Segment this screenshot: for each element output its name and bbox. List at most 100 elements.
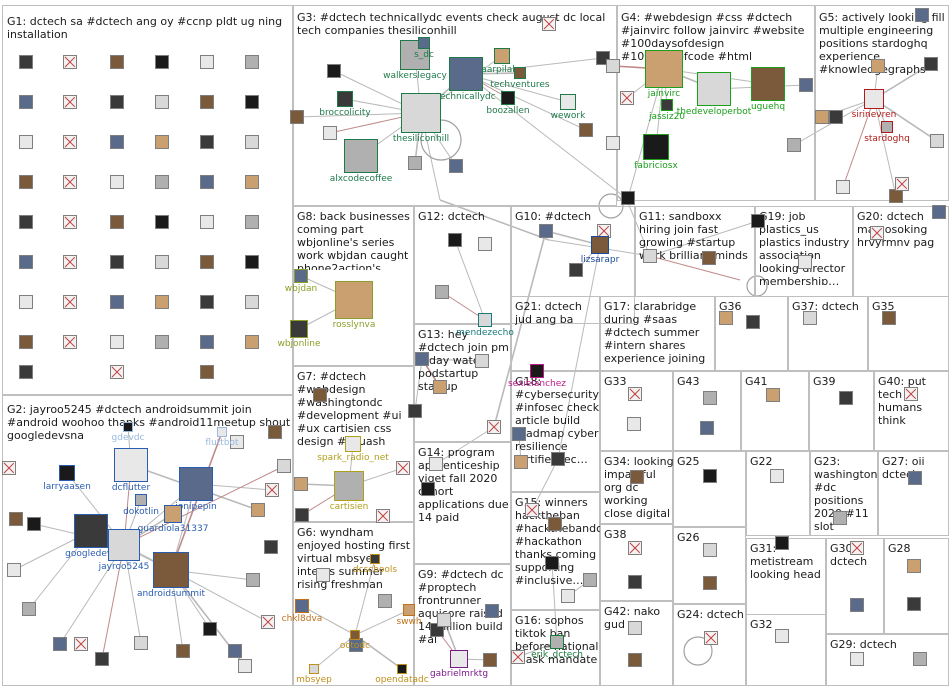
node-avatar — [512, 427, 526, 441]
edge — [354, 609, 410, 636]
edge — [493, 230, 547, 428]
node-label: swwh — [396, 617, 422, 627]
node-avatar — [751, 214, 765, 228]
node-avatar — [606, 136, 620, 150]
node-avatar — [228, 644, 242, 658]
node-avatar — [620, 91, 634, 105]
edge — [170, 431, 223, 571]
edge — [465, 73, 569, 103]
node-avatar — [176, 644, 190, 658]
edge — [354, 558, 376, 636]
node-avatar — [200, 365, 214, 379]
node-avatar — [483, 653, 497, 667]
group-box-g6 — [293, 522, 414, 686]
node-avatar-fabriciosx — [643, 134, 669, 160]
node-avatar — [19, 135, 33, 149]
node-avatar — [548, 517, 562, 531]
node-avatar-boozallen — [501, 91, 515, 105]
node-avatar-gdevdc — [123, 422, 133, 432]
node-avatar — [882, 311, 896, 325]
node-avatar-chkl8dva — [295, 599, 309, 613]
node-avatar — [74, 637, 88, 651]
node-label: jonipepin — [175, 502, 217, 512]
group-box-g16 — [511, 610, 600, 686]
group-box-g32 — [746, 614, 826, 686]
node-avatar — [245, 175, 259, 189]
group-box-g30 — [826, 538, 884, 634]
node-avatar — [551, 452, 565, 466]
node-avatar — [261, 615, 275, 629]
node-avatar — [836, 180, 850, 194]
node-avatar — [850, 598, 864, 612]
node-label: dokotlin — [123, 507, 159, 517]
group-box-g25 — [673, 451, 746, 527]
node-label: octodc — [339, 641, 371, 651]
node-avatar — [245, 255, 259, 269]
node-avatar — [829, 110, 843, 124]
group-box-g5 — [815, 5, 949, 201]
edge — [465, 73, 627, 199]
group-box-g42 — [600, 601, 673, 686]
node-avatar — [110, 255, 124, 269]
node-avatar — [643, 249, 657, 263]
edge — [421, 358, 483, 362]
node-avatar — [799, 78, 813, 92]
node-avatar — [628, 653, 642, 667]
node-avatar — [907, 597, 921, 611]
node-avatar — [110, 135, 124, 149]
node-avatar-wbjonline — [290, 320, 308, 338]
group-box-g36 — [715, 296, 788, 371]
node-avatar — [200, 295, 214, 309]
node-avatar — [53, 637, 67, 651]
node-avatar — [230, 435, 244, 449]
node-label: dcschools — [352, 565, 398, 575]
node-avatar — [628, 575, 642, 589]
node-avatar — [155, 295, 169, 309]
node-label: wbjonline — [277, 339, 321, 349]
group-box-g9 — [414, 564, 511, 686]
node-avatar-jainvirc — [645, 50, 683, 88]
node-avatar — [155, 335, 169, 349]
node-label: mbsyep — [296, 675, 332, 685]
node-avatar — [907, 559, 921, 573]
edge — [531, 458, 559, 511]
node-label: fluttbot — [205, 438, 239, 448]
node-label: thesiliconhill — [392, 134, 450, 144]
node-avatar-swwh — [403, 604, 415, 616]
node-avatar-aarpilabs — [494, 48, 510, 64]
group-box-g15 — [511, 492, 600, 610]
node-avatar-dokotlin — [135, 494, 147, 506]
node-avatar — [63, 295, 77, 309]
node-avatar — [19, 175, 33, 189]
group-box-g20 — [853, 206, 949, 297]
node-avatar — [245, 295, 259, 309]
self-loop-edge — [683, 636, 713, 666]
group-box-g34 — [600, 451, 673, 524]
edge — [465, 57, 604, 75]
node-avatar — [889, 189, 903, 203]
group-box-g29 — [826, 634, 949, 686]
node-label: sirinevren — [851, 110, 897, 120]
node-avatar — [703, 469, 717, 483]
node-avatar — [200, 95, 214, 109]
node-avatar — [621, 191, 635, 205]
node-avatar — [110, 295, 124, 309]
node-avatar — [245, 215, 259, 229]
node-avatar — [415, 352, 429, 366]
node-avatar — [803, 311, 817, 325]
node-avatar — [155, 95, 169, 109]
node-avatar — [433, 380, 447, 394]
group-box-g14 — [414, 442, 511, 564]
node-avatar — [268, 425, 282, 439]
group-box-g23 — [810, 451, 878, 536]
node-label: opendatadc — [375, 675, 429, 685]
node-avatar — [798, 255, 812, 269]
edge — [627, 68, 665, 199]
node-avatar — [702, 251, 716, 265]
node-avatar — [200, 175, 214, 189]
node-avatar-mbsyep — [309, 664, 319, 674]
node-avatar — [200, 255, 214, 269]
node-avatar-gabrielmrktg — [450, 650, 468, 668]
node-avatar — [485, 604, 499, 618]
node-avatar — [19, 295, 33, 309]
